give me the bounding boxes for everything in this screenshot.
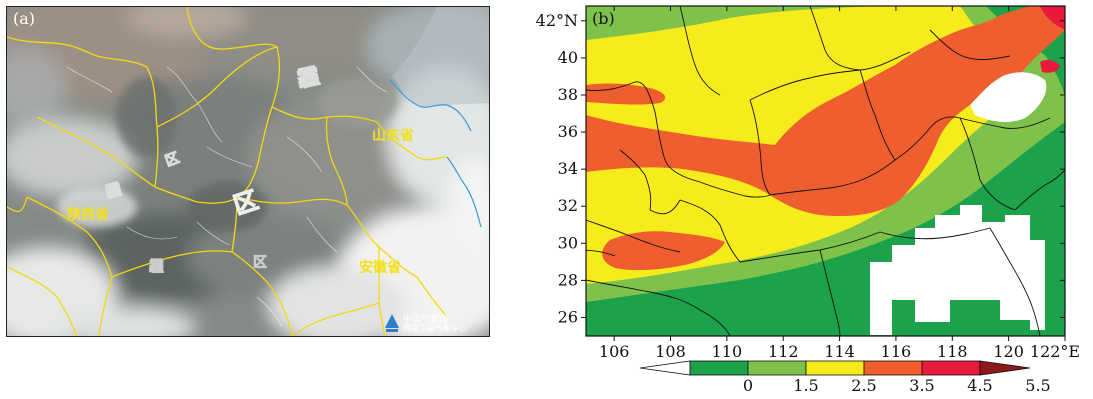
cma-logo-icon <box>385 314 399 332</box>
x-tick-label: 106 <box>599 342 630 361</box>
cma-logo: 中国气象局 国家卫星气象中心 <box>385 311 489 335</box>
x-tick-label: 112 <box>768 342 799 361</box>
cma-logo-line2: 国家卫星气象中心 <box>403 324 467 333</box>
colorbar-segment <box>689 360 749 376</box>
province-boundaries <box>7 7 448 336</box>
x-tick-label: 122°E <box>1030 342 1080 361</box>
field-red-ne <box>1040 6 1065 30</box>
panel-b-tag: (b) <box>592 9 615 28</box>
x-tick-label: 110 <box>712 342 743 361</box>
field-orange-main <box>586 6 1065 217</box>
y-tick-label: 30 <box>558 233 578 252</box>
plot-frame <box>585 5 1066 337</box>
y-tick-label: 42°N <box>536 11 578 30</box>
label-anhui: 安徽省 <box>359 260 401 276</box>
panel-a-tag: (a) <box>13 9 36 28</box>
colorbar-tick-label: 1.5 <box>793 376 818 395</box>
satellite-image-panel: (a) 山东省 陕西省 安徽省 霾 区 霾 区 霾 区 中国气象局 国家卫星气象… <box>6 6 490 337</box>
y-tick-label: 32 <box>558 196 578 215</box>
y-tick-label: 28 <box>558 270 578 289</box>
y-tick-label: 40 <box>558 48 578 67</box>
colorbar-segment <box>863 360 923 376</box>
colorbar-tick-label: 4.5 <box>967 376 992 395</box>
colorbar: 0 1.5 2.5 3.5 4.5 5.5 <box>639 360 1051 395</box>
x-tick-label: 120 <box>993 342 1024 361</box>
aod-chart: (b) 106 108 110 112 114 116 118 120 122°E 26 28 30… <box>536 5 1080 395</box>
colorbar-tick-label: 3.5 <box>909 376 934 395</box>
colorbar-tick-label: 0 <box>743 376 753 395</box>
colorbar-extend-high <box>979 360 1031 376</box>
label-qu-3: 区 <box>253 255 268 272</box>
y-tick-label: 36 <box>558 122 578 141</box>
colorbar-tick-label: 5.5 <box>1025 376 1050 395</box>
x-axis: 106 108 110 112 114 116 118 120 122°E <box>599 6 1080 361</box>
satellite-image <box>7 7 489 336</box>
colorbar-tick-label: 2.5 <box>851 376 876 395</box>
field-blank-southeast <box>870 205 1045 335</box>
field-orange-west <box>586 83 666 105</box>
y-tick-label: 34 <box>558 159 578 178</box>
label-haze-3: 霾 <box>149 257 165 276</box>
cma-logo-line1: 中国气象局 <box>403 315 449 325</box>
colorbar-extend-low <box>639 360 691 376</box>
colorbar-segment <box>805 360 865 376</box>
aod-field <box>586 6 1065 336</box>
colorbar-segment <box>747 360 807 376</box>
label-shaanxi: 陕西省 <box>67 207 109 223</box>
y-tick-label: 26 <box>558 307 578 326</box>
chart-boundaries <box>586 6 1065 336</box>
x-tick-label: 118 <box>937 342 968 361</box>
field-orange-south <box>602 231 725 271</box>
y-axis: 26 28 30 32 34 36 38 40 42°N <box>536 11 1065 326</box>
x-tick-label: 116 <box>881 342 912 361</box>
colorbar-segment <box>921 360 981 376</box>
x-tick-label: 114 <box>824 342 855 361</box>
field-red-coast <box>1040 59 1060 73</box>
y-tick-label: 38 <box>558 85 578 104</box>
label-shandong: 山东省 <box>372 128 414 144</box>
x-tick-label: 108 <box>655 342 686 361</box>
field-blank-bohai <box>970 72 1047 122</box>
